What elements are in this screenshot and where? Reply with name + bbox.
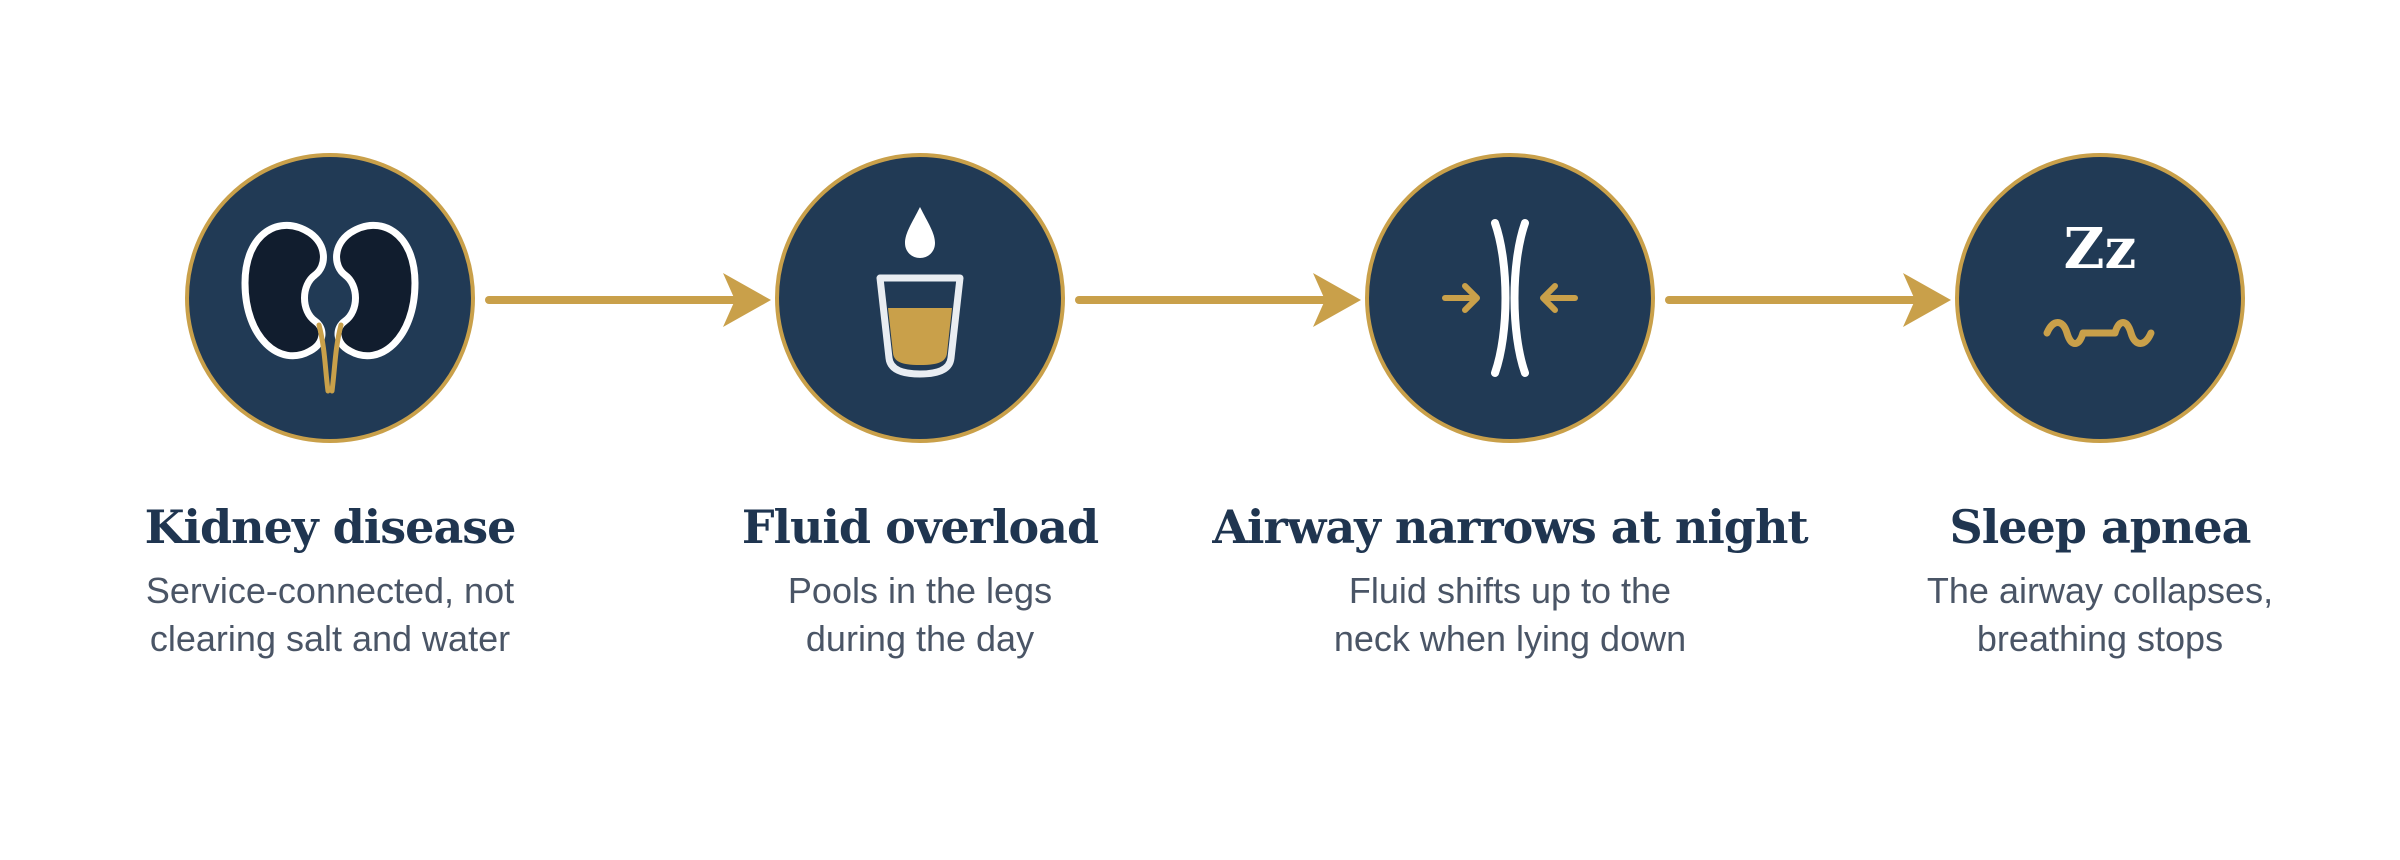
arrow-right-icon [1665,265,1955,335]
step-description: Service-connected, not clearing salt and… [30,567,630,663]
arrow-right-icon [1075,265,1365,335]
step-description-line: Service-connected, not [145,570,515,611]
step-title: Kidney disease [144,500,517,554]
arrow-right-icon [485,265,775,335]
step-kidney-disease: Kidney disease Service-connected, not cl… [30,0,630,860]
step-description: Fluid shifts up to the neck when lying d… [1210,567,1810,663]
step-title: Sleep apnea [1949,500,2252,554]
step-fluid-overload: Fluid overload Pools in the legs during … [620,0,1220,860]
step-description-line: clearing salt and water [149,618,511,659]
step-description-line: The airway collapses, [1926,570,2274,611]
step-description-line: neck when lying down [1333,618,1687,659]
step-description: Pools in the legs during the day [620,567,1220,663]
step-description-line: Pools in the legs [787,570,1053,611]
step-sleep-apnea: Zz Sleep apnea The airway collapses, bre… [1800,0,2400,860]
glass-with-drop-icon [775,153,1065,443]
step-title: Airway narrows at night [1212,500,1808,554]
step-description-line: breathing stops [1976,618,2224,659]
step-description-line: during the day [805,618,1035,659]
step-airway-narrows: Airway narrows at night Fluid shifts up … [1210,0,1810,860]
narrowed-airway-icon [1365,153,1655,443]
kidneys-icon [185,153,475,443]
step-title: Fluid overload [741,500,1099,554]
step-description: The airway collapses, breathing stops [1800,567,2400,663]
sleep-zz-icon: Zz [1955,153,2245,443]
step-description-line: Fluid shifts up to the [1348,570,1672,611]
sleep-zz-label: Zz [2064,216,2137,282]
